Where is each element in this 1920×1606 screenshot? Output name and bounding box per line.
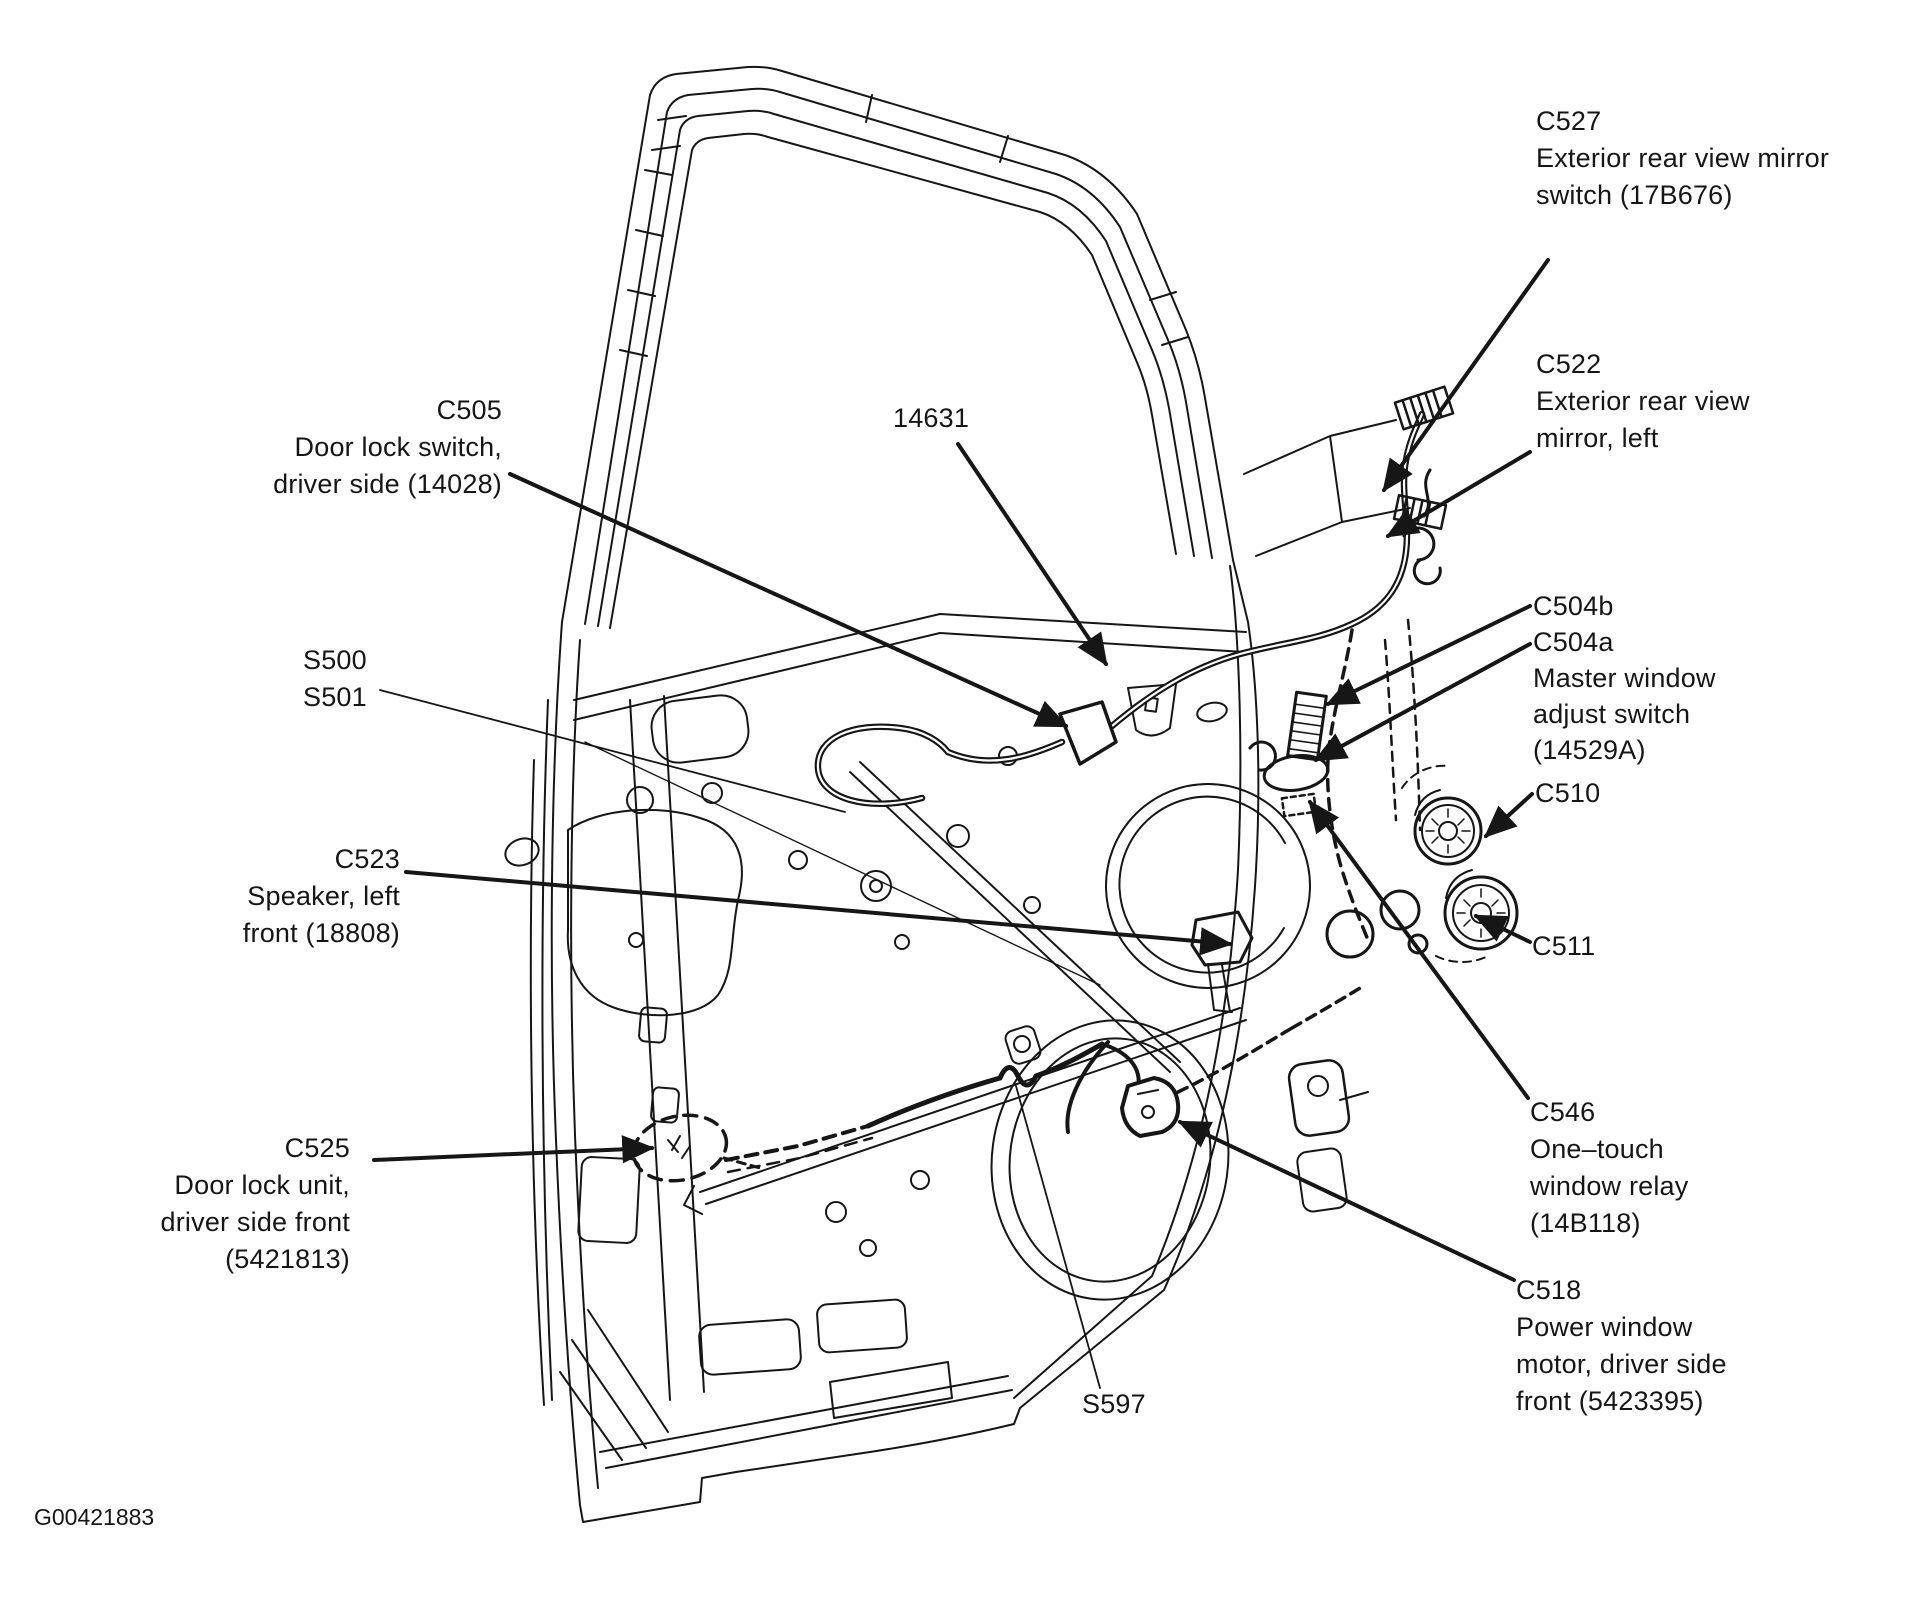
leader-s597 [1016, 1086, 1100, 1388]
callout-c546: C546 One–touch window relay (14B118) [1530, 1097, 1689, 1238]
leader-c527 [1384, 260, 1548, 493]
leader-c523 [406, 872, 1233, 956]
callout-c525: C525 Door lock unit, driver side front (… [160, 1133, 350, 1274]
leader-c546 [1310, 799, 1528, 1098]
speaker-connector [1192, 912, 1252, 1012]
grommet-dashes [1402, 766, 1488, 962]
callout-s597: S597 [1082, 1389, 1146, 1419]
leader-s501 [380, 690, 845, 812]
leader-lines [374, 260, 1548, 1388]
callout-c523: C523 Speaker, left front (18808) [242, 844, 400, 948]
leader-c504a [1313, 644, 1530, 760]
callout-s500-s501: S500 S501 [303, 645, 367, 712]
callout-c518: C518 Power window motor, driver side fro… [1516, 1275, 1727, 1416]
door-lock-splice [627, 1107, 760, 1189]
callout-c522: C522 Exterior rear view mirror, left [1536, 349, 1750, 453]
leader-c511 [1473, 916, 1530, 942]
figure-id: G00421883 [34, 1504, 155, 1530]
door-lock-switch-connector [1060, 702, 1116, 764]
leader-c522 [1385, 452, 1530, 536]
callout-c510: C510 [1535, 778, 1601, 808]
lower-harness [726, 988, 1368, 1213]
leader-c504b [1325, 606, 1530, 704]
callout-c505: C505 Door lock switch, driver side (1402… [273, 395, 502, 499]
leader-c505 [510, 474, 1069, 726]
inner-panel [568, 684, 1310, 1418]
leader-c518 [1177, 1122, 1514, 1280]
door-body-outline [502, 560, 1259, 1522]
leader-c525 [374, 1135, 655, 1164]
harness-14631 [818, 414, 1422, 940]
grommet-c510 [1415, 790, 1481, 864]
leader-14631 [958, 444, 1106, 667]
grommet-c511 [1445, 870, 1517, 949]
leader-c510 [1483, 794, 1532, 836]
callout-c504: C504b C504a Master window adjust switch … [1533, 591, 1716, 765]
window-frame [562, 67, 1233, 628]
callout-c527: C527 Exterior rear view mirror switch (1… [1536, 106, 1830, 210]
callout-14631: 14631 [893, 403, 970, 433]
callout-c511: C511 [1532, 931, 1596, 961]
